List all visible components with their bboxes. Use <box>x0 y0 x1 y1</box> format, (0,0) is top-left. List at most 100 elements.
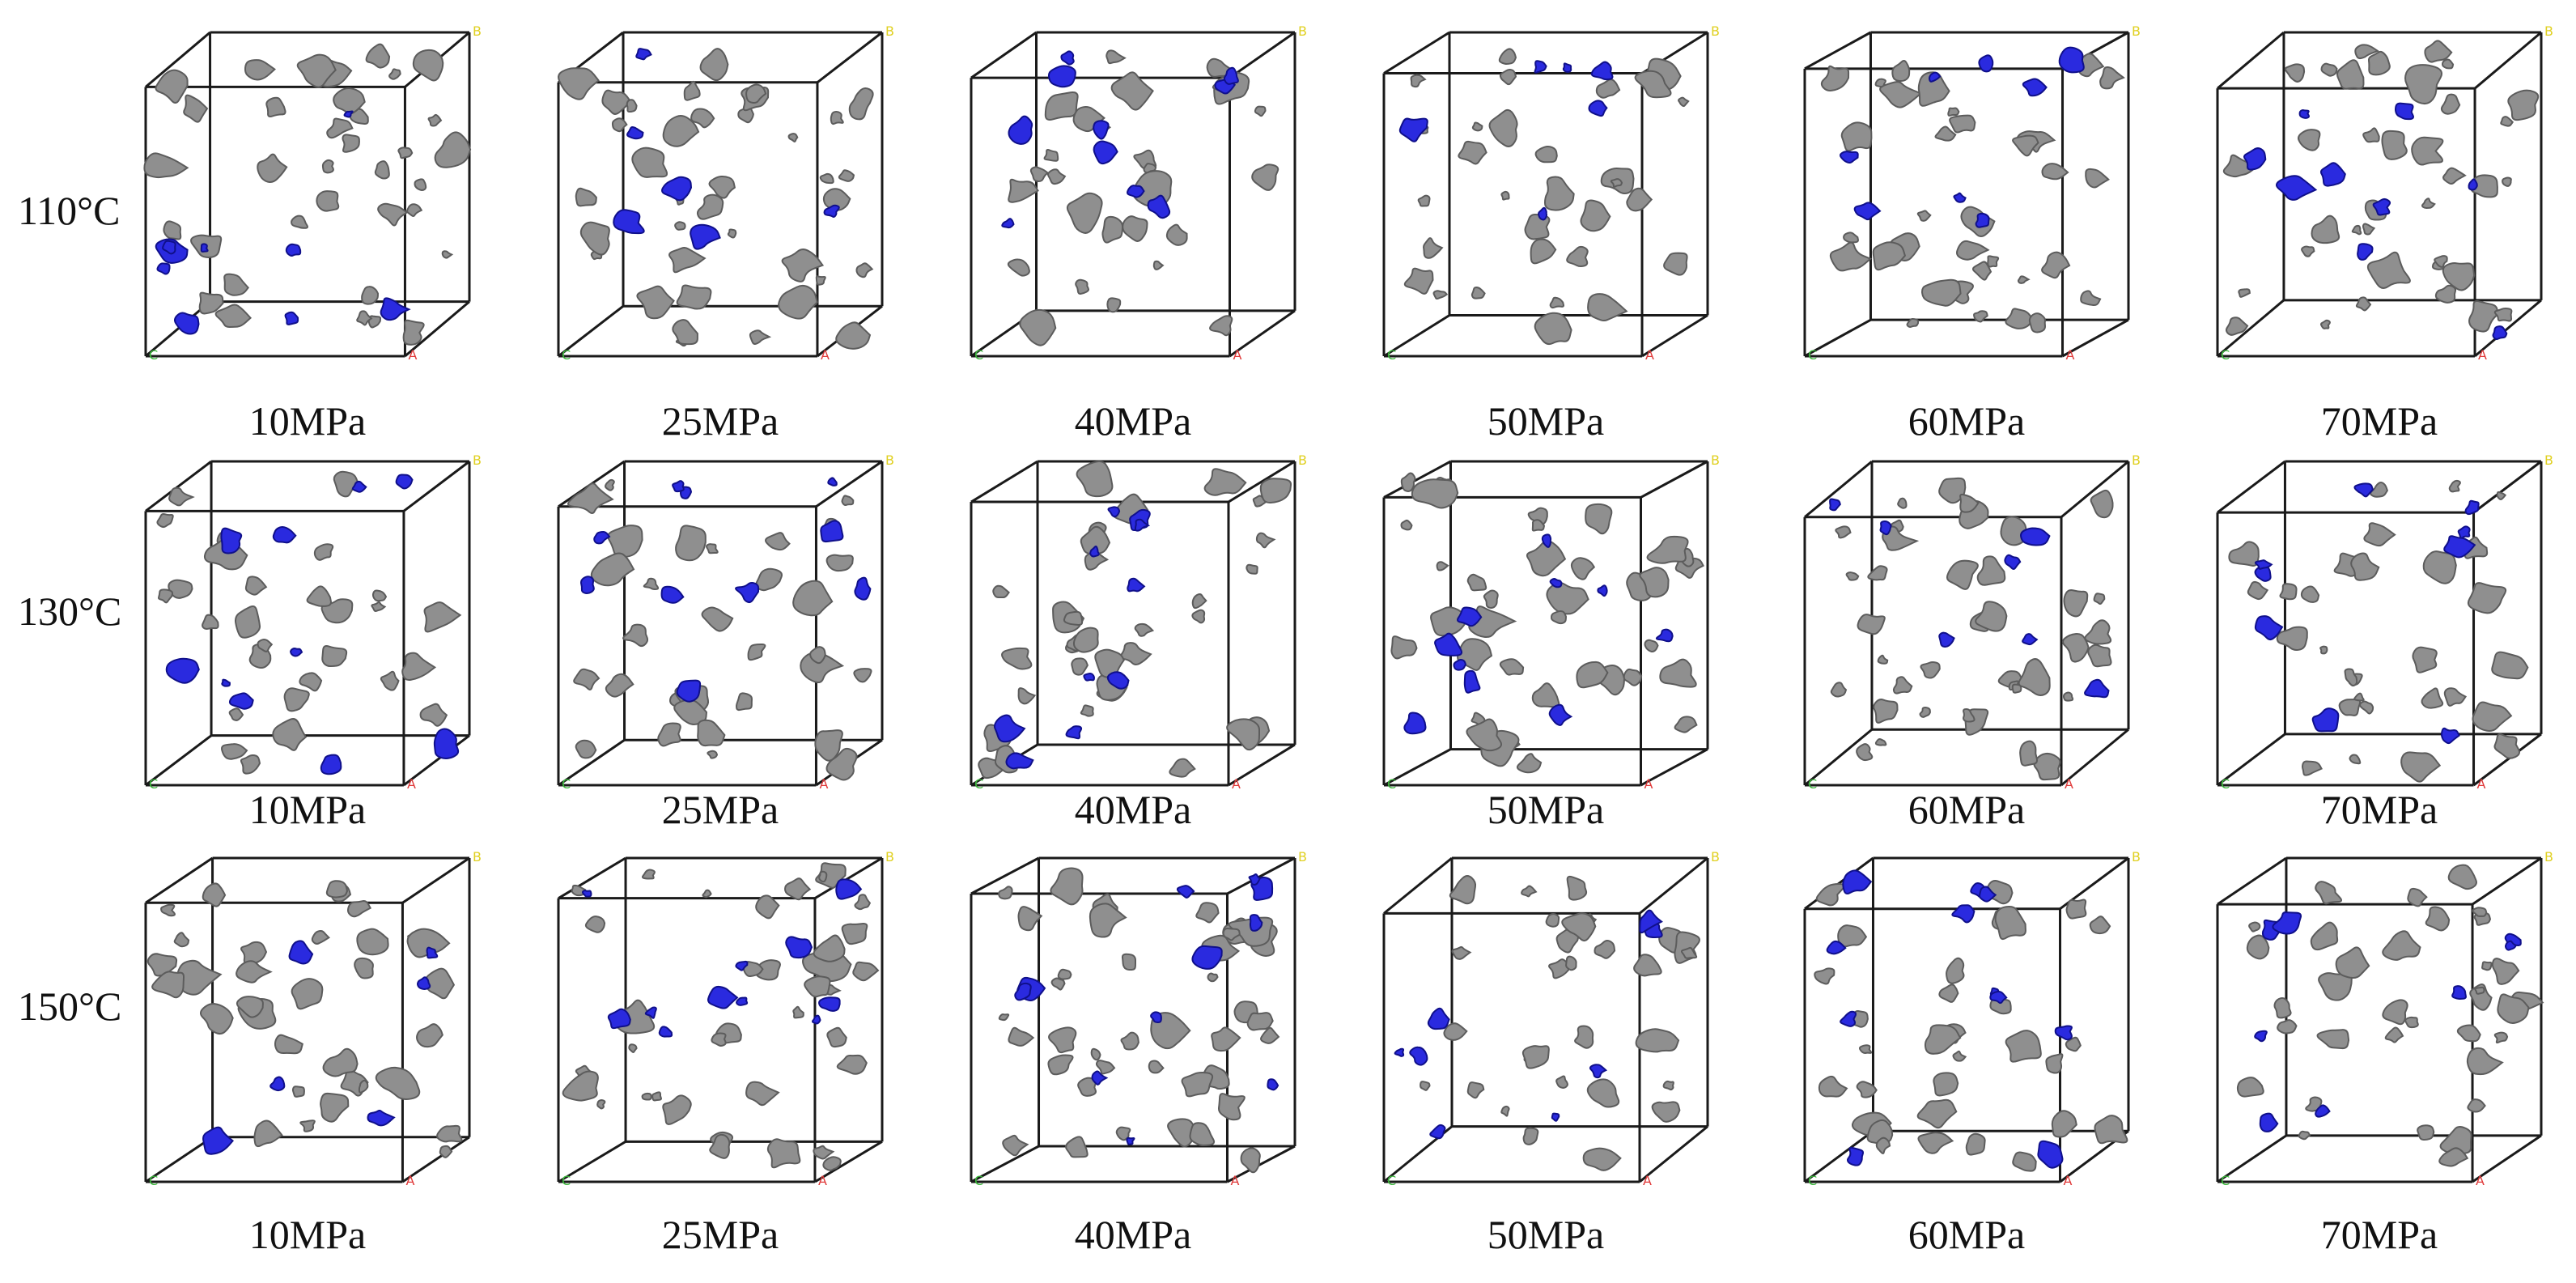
pore-gray <box>2474 986 2485 995</box>
pore-gray <box>1549 296 1565 309</box>
axis-marker: B <box>885 23 894 39</box>
pore-gray <box>778 284 818 320</box>
cube-edge <box>970 31 1038 79</box>
pore-blue <box>1463 669 1481 694</box>
pore-blue <box>1842 869 1873 895</box>
axis-marker: B <box>473 849 482 865</box>
pore-blue <box>854 576 872 601</box>
axis-marker: C <box>149 776 158 792</box>
pore-gray <box>1043 148 1059 162</box>
pore-gray <box>1546 582 1589 615</box>
pore-gray <box>1443 1022 1468 1041</box>
pore-gray <box>2019 740 2039 767</box>
pore-gray <box>321 159 334 174</box>
pore-gray <box>2351 224 2362 236</box>
pore-gray <box>299 1119 316 1132</box>
pore-gray <box>2335 946 2370 979</box>
pore-gray <box>2447 864 2477 890</box>
pore-gray <box>825 747 858 781</box>
pore-gray <box>1167 1118 1196 1148</box>
pore-gray <box>579 221 610 256</box>
pore-gray <box>1919 706 1931 718</box>
pore-blue <box>1409 1046 1428 1066</box>
pore-gray <box>228 707 244 721</box>
pore-gray <box>2362 127 2380 143</box>
pore-blue <box>1597 584 1608 597</box>
pore-gray <box>819 172 834 185</box>
pore-gray <box>1029 166 1050 183</box>
pore-gray <box>2090 489 2114 519</box>
pore-blue <box>1150 1011 1162 1023</box>
pore-gray <box>841 495 855 507</box>
pore-gray <box>1587 293 1628 322</box>
cube-edge <box>2060 460 2129 518</box>
pore-gray <box>1094 648 1125 678</box>
pore-gray <box>2366 251 2411 289</box>
cube-edge <box>2472 1134 2542 1183</box>
pore-gray <box>2472 907 2488 917</box>
pore-gray <box>2005 308 2033 329</box>
cube-edge <box>1383 856 1453 915</box>
cube-edge <box>1383 314 1450 358</box>
pore-gray <box>202 882 227 907</box>
pore-blue <box>1551 1112 1560 1122</box>
cube-edge <box>1804 318 1872 358</box>
pore-gray <box>173 932 190 948</box>
pore-gray <box>2273 997 2292 1019</box>
pore-gray <box>1971 261 1992 281</box>
pressure-label: 70MPa <box>2320 398 2438 444</box>
pore-gray <box>2493 733 2520 759</box>
pore-gray <box>358 1079 369 1094</box>
pore-gray <box>2012 134 2039 157</box>
pore-gray <box>2080 290 2102 307</box>
pore-blue <box>1879 520 1892 536</box>
pore-gray <box>1916 210 1932 222</box>
pore-gray <box>244 59 276 81</box>
pore-blue <box>823 204 840 218</box>
pore-gray <box>804 975 831 998</box>
pore-gray <box>1548 958 1571 979</box>
pore-gray <box>1008 178 1039 203</box>
pore-gray <box>1875 1136 1891 1154</box>
pore-gray <box>361 286 380 305</box>
pore-gray <box>1498 48 1517 66</box>
pore-gray <box>168 486 195 507</box>
pore-blue <box>818 996 841 1012</box>
pore-gray <box>830 111 844 125</box>
cube-edge <box>1804 1130 1874 1183</box>
pore-gray <box>822 188 851 211</box>
pore-gray <box>2276 626 2308 651</box>
pore-gray <box>2298 1130 2311 1141</box>
axis-marker: B <box>473 452 482 468</box>
axis-marker: A <box>2477 776 2486 792</box>
pore-gray <box>2028 312 2047 333</box>
axis-marker: C <box>1808 1173 1817 1188</box>
pore-gray <box>223 273 250 296</box>
pore-gray <box>244 576 268 596</box>
cube-edge <box>1228 460 1296 503</box>
pore-gray <box>2298 129 2321 151</box>
pore-gray <box>253 1119 283 1148</box>
pore-gray <box>1651 1101 1681 1123</box>
pore-gray <box>221 743 248 760</box>
pore-blue <box>1427 1007 1450 1030</box>
pore-gray <box>2367 50 2391 76</box>
pore-gray <box>696 193 724 220</box>
pore-blue <box>2275 175 2318 201</box>
pore-blue <box>607 1008 631 1030</box>
pore-blue <box>827 477 838 486</box>
pore-gray <box>2093 593 2106 605</box>
pore-gray <box>607 525 643 559</box>
pore-gray <box>2354 44 2380 60</box>
pore-gray <box>855 262 874 278</box>
pore-gray <box>2456 1024 2481 1043</box>
pore-gray <box>1534 312 1572 346</box>
pore-blue <box>200 243 209 253</box>
pore-blue <box>690 223 721 250</box>
pore-gray <box>2442 167 2467 185</box>
